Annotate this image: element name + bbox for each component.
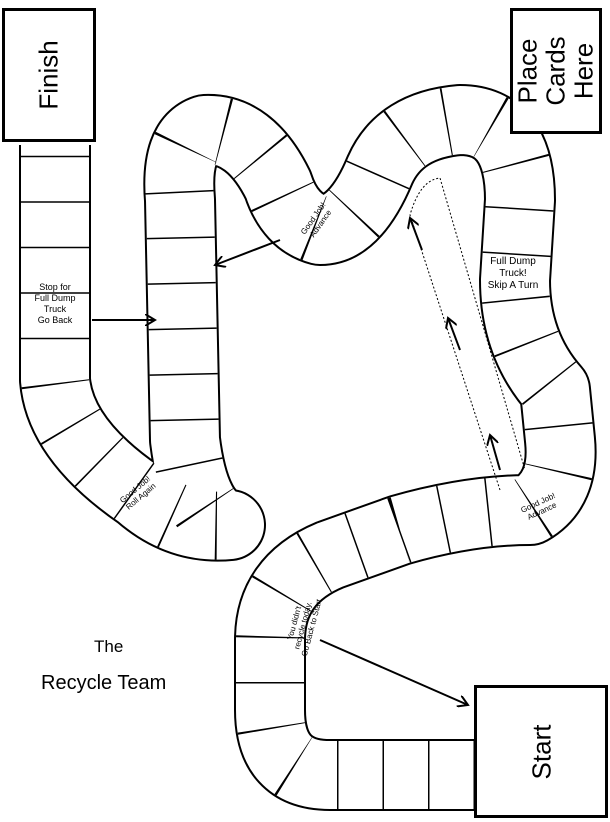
space-stop-go-back: Stop for Full Dump Truck Go Back (22, 282, 88, 326)
arrow-icon (410, 218, 423, 251)
place-cards-label: Place Cards Here (512, 36, 599, 106)
finish-box: Finish (2, 8, 96, 142)
arrow-icon (215, 239, 281, 265)
start-label: Start (525, 724, 556, 779)
space-text: Stop for (39, 282, 71, 292)
track-path (19, 84, 597, 811)
start-box: Start (474, 685, 608, 818)
space-text: Full Dump (490, 256, 536, 267)
arrow-icons (92, 218, 501, 705)
space-full-dump-skip: Full Dump Truck! Skip A Turn (478, 256, 548, 292)
cards-line: Place (512, 38, 543, 104)
space-text: Go Back (37, 315, 73, 325)
arrow-icon (490, 435, 501, 471)
cards-line: Here (568, 42, 599, 100)
space-text: Truck! (499, 268, 527, 279)
space-text: Skip A Turn (487, 280, 539, 291)
arrow-icon (448, 318, 461, 351)
finish-label: Finish (33, 40, 64, 110)
title-the: The (94, 637, 124, 656)
space-text: Truck (43, 304, 67, 314)
title-recycle-team: Recycle Team (41, 672, 167, 694)
cards-line: Cards (540, 36, 571, 106)
shortcut-lane (409, 177, 526, 491)
arrow-icon (319, 639, 468, 705)
space-text: Full Dump (34, 293, 76, 303)
place-cards-box[interactable]: Place Cards Here (510, 8, 602, 134)
